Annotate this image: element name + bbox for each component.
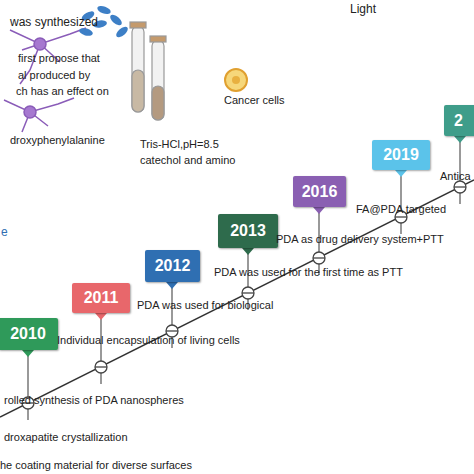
timeline-note: catechol and amino [140, 154, 235, 167]
timeline-note: was synthesized [10, 16, 98, 29]
year-box: 2012 [145, 250, 200, 282]
timeline-note: Antica [440, 170, 471, 183]
cancer-cell-illustration [225, 69, 247, 91]
timeline-note: PDA as drug delivery system+PTT [276, 233, 444, 246]
year-box: 2 [444, 105, 474, 136]
timeline-note: Light [350, 3, 376, 16]
timeline-stems [22, 136, 466, 420]
timeline-markers [22, 181, 466, 409]
timeline-note: rolled synthesis of PDA nanospheres [4, 394, 184, 407]
timeline-note: PDA was used for the first time as PTT [214, 266, 403, 279]
timeline-note: first propose that [18, 52, 100, 65]
timeline-note: Cancer cells [224, 94, 285, 107]
timeline-note: droxapatite crystallization [4, 431, 128, 444]
timeline-note: PDA was used for biological [137, 299, 273, 312]
timeline-note: al produced by [18, 69, 90, 82]
timeline-note: he coating material for diverse surfaces [0, 459, 192, 472]
test-tube-illustration [130, 22, 166, 120]
timeline-note: Tris-HCl,pH=8.5 [140, 138, 219, 151]
year-label: 2013 [230, 222, 266, 240]
timeline-note: droxyphenylalanine [10, 134, 105, 147]
year-label: 2012 [155, 257, 191, 275]
year-box: 2013 [218, 214, 278, 248]
year-label: 2011 [84, 289, 119, 307]
year-label: 2 [454, 112, 463, 130]
timeline-axis [0, 180, 474, 417]
year-box: 2010 [0, 318, 58, 350]
timeline-note: Individual encapsulation of living cells [57, 334, 240, 347]
year-box: 2016 [293, 176, 346, 207]
timeline-note: e [1, 226, 8, 239]
timeline-note: ch has an effect on [16, 85, 109, 98]
year-label: 2010 [10, 325, 46, 343]
year-box: 2011 [72, 283, 130, 313]
timeline-note: FA@PDA targeted [356, 203, 446, 216]
year-label: 2019 [383, 146, 419, 164]
year-box: 2019 [372, 140, 430, 170]
year-label: 2016 [302, 183, 338, 201]
